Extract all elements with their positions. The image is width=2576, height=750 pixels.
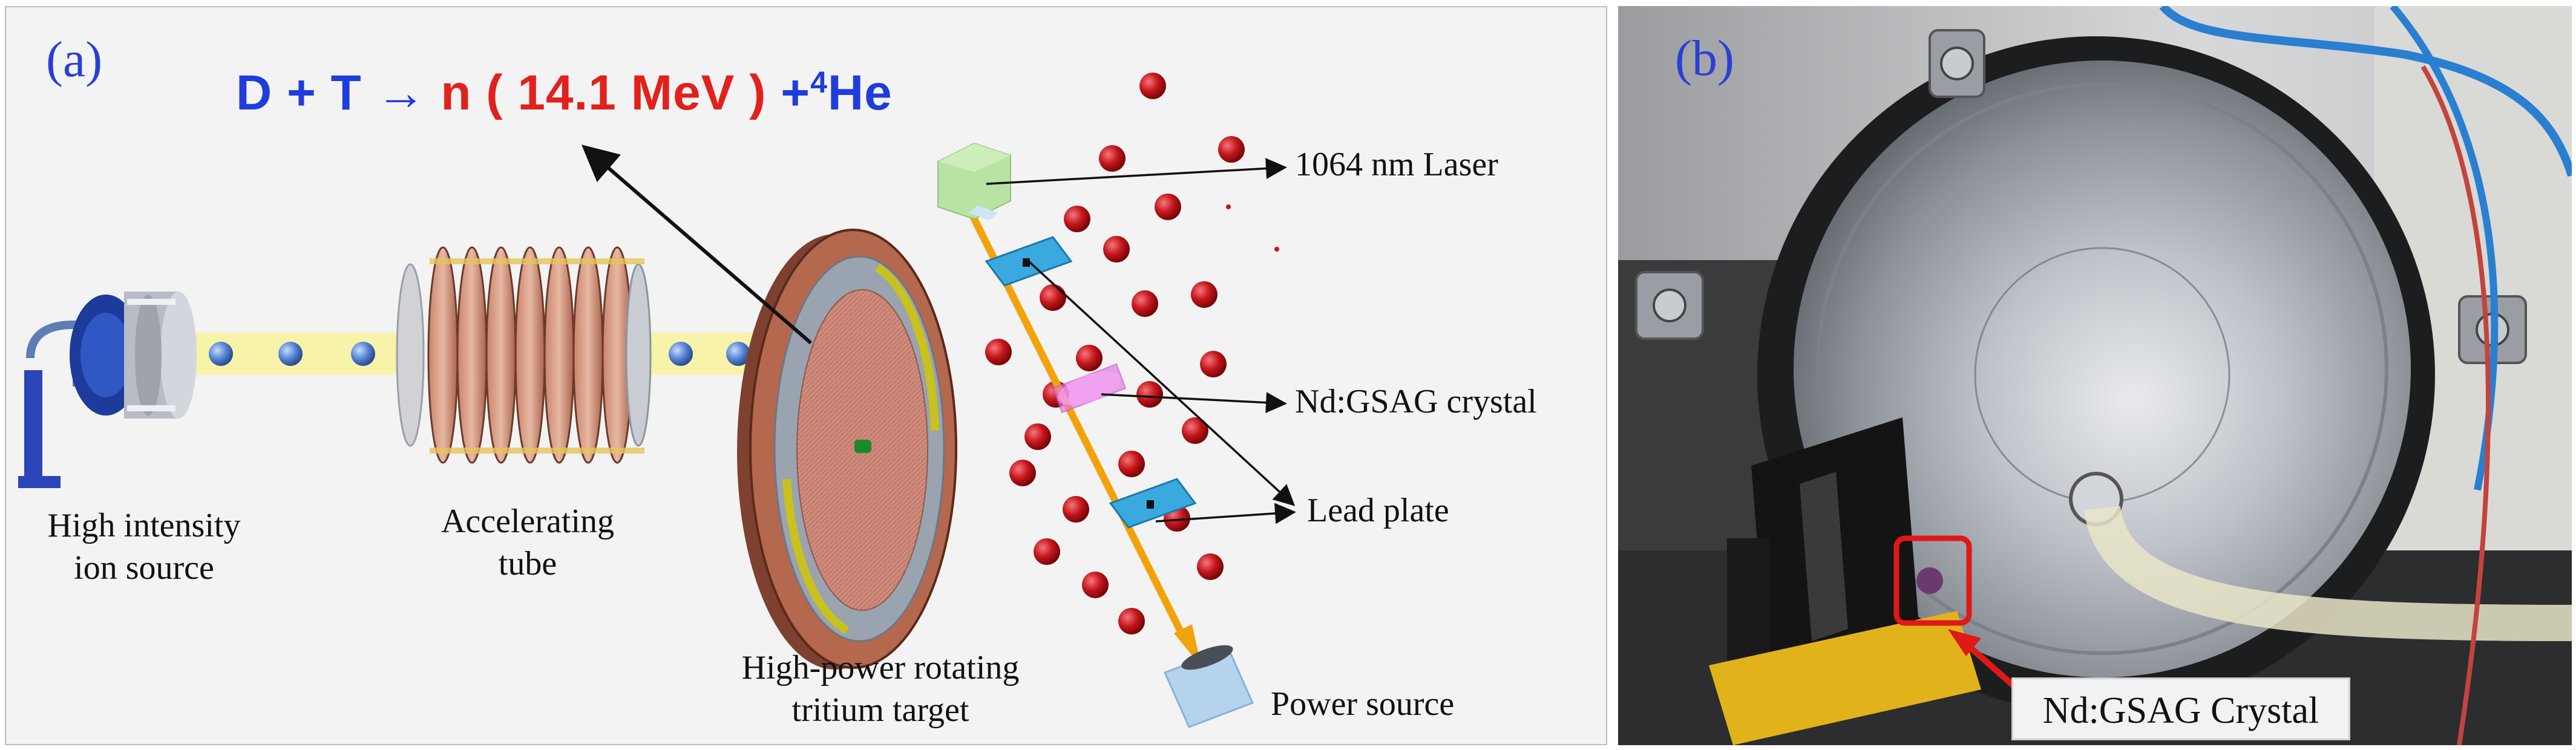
crystal-callout: Nd:GSAG Crystal	[2011, 677, 2350, 740]
chamber-disc	[1794, 60, 2411, 677]
equation-arrow: →	[376, 65, 427, 120]
panel-a-letter: (a)	[46, 31, 103, 88]
label-ion-source-line2: ion source	[74, 549, 214, 587]
ion-source-device	[18, 292, 197, 488]
panel-b-letter: (b)	[1675, 30, 1734, 86]
crystal-callout-text: Nd:GSAG Crystal	[2042, 690, 2319, 731]
equation-superscript: 4	[810, 65, 828, 99]
equation-neutron: n ( 14.1 MeV )	[441, 65, 767, 120]
label-ion-source-line1: High intensity	[47, 507, 241, 544]
laser-head	[937, 142, 1011, 220]
schematic-drawing	[18, 73, 1296, 728]
crystal	[1052, 363, 1127, 414]
fusion-equation: D + T → n ( 14.1 MeV ) +4He	[236, 65, 893, 122]
neutron-particles	[985, 73, 1279, 634]
label-target-line2: tritium target	[791, 691, 969, 729]
label-crystal: Nd:GSAG crystal	[1295, 383, 1537, 420]
power-meter	[1163, 645, 1254, 728]
reaction-arrow	[581, 145, 812, 345]
crystal-highlight-box	[1893, 535, 1972, 626]
label-tube-line1: Accelerating	[441, 503, 615, 540]
equation-helium: He	[827, 65, 893, 120]
label-power-source: Power source	[1271, 685, 1455, 723]
panel-a-schematic: (a) D + T → n ( 14.1 MeV ) +4He High int…	[5, 6, 1607, 745]
label-target-line1: High-power rotating	[741, 649, 1020, 686]
label-laser: 1064 nm Laser	[1295, 146, 1498, 183]
label-tube-line2: tube	[498, 545, 557, 582]
panel-b-photo: (b) Nd:GSAG Crystal	[1618, 6, 2572, 745]
leader-lines	[986, 158, 1296, 524]
cables	[2159, 6, 2572, 177]
experiment-photo	[1618, 6, 2572, 745]
equation-reactants: D + T	[236, 65, 362, 120]
callout-arrow	[1948, 629, 2017, 689]
water-hose	[2084, 505, 2572, 641]
label-lead-plate: Lead plate	[1307, 492, 1449, 529]
accelerating-tube-device	[396, 246, 652, 464]
equation-plus: +	[781, 65, 811, 120]
tritium-target-device	[737, 229, 957, 670]
crystal-mount	[1709, 417, 1981, 745]
